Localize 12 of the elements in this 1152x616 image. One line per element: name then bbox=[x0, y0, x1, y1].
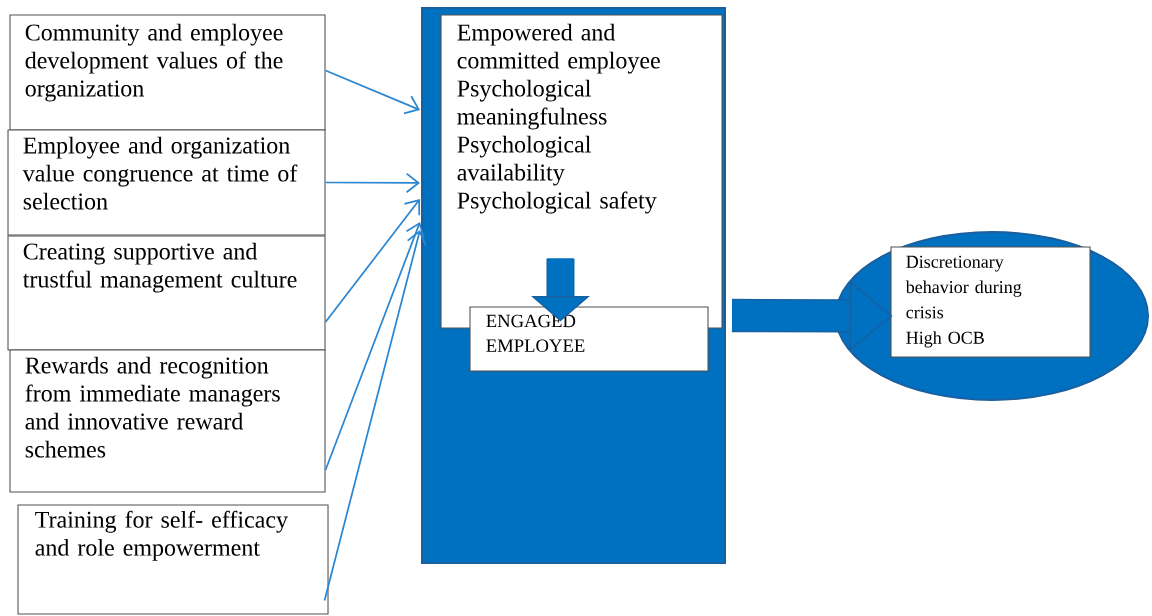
factor-box: Rewards and recognition from immediate managers and innovative reward schemes bbox=[9, 349, 326, 493]
arrow bbox=[324, 69, 420, 115]
factor-box: Employee and organization value congruence at time of selection bbox=[7, 129, 326, 236]
behavior-box: Discretionary behavior during crisis High OCB bbox=[890, 246, 1091, 358]
arrow bbox=[324, 172, 420, 194]
factor-box: Community and employee development values of the organization bbox=[9, 14, 326, 131]
arrow bbox=[324, 199, 421, 323]
factor-box: Training for self- efficacy and role empowerment bbox=[17, 504, 329, 615]
factor-box: Creating supportive and trustful management culture bbox=[7, 235, 326, 351]
arrow bbox=[324, 222, 425, 471]
arrow bbox=[323, 230, 427, 602]
outcome-box: ENGAGED EMPLOYEE bbox=[469, 306, 709, 372]
